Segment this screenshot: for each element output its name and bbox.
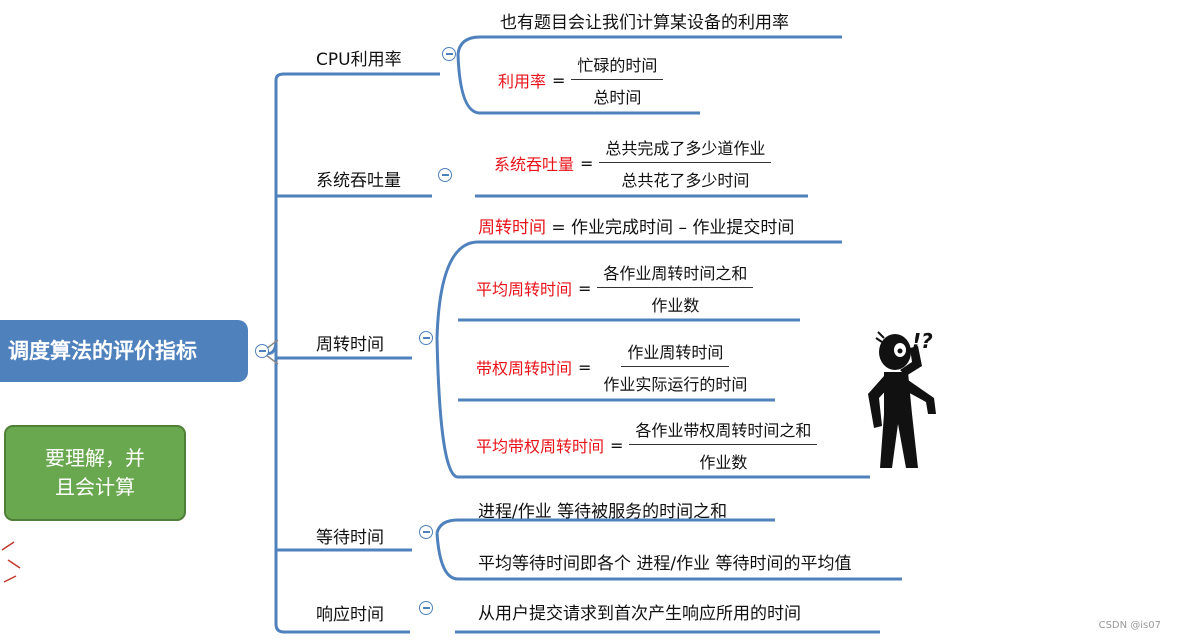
note-bubble: 要理解，并 且会计算 [4,425,186,521]
avg-turnaround-numerator: 各作业周转时间之和 [597,260,754,288]
exclaim-question-mark: !? [912,329,933,353]
throughput-formula: 系统吞吐量 = 总共完成了多少道作业 总共花了多少时间 [494,135,772,191]
cpu-collapse-icon[interactable] [442,47,456,61]
note-line-2: 且会计算 [55,475,135,499]
avg-turnaround-fraction: 各作业周转时间之和 作业数 [597,260,754,316]
avg-weighted-turnaround-fraction: 各作业带权周转时间之和 作业数 [629,417,818,473]
throughput-collapse-icon[interactable] [438,168,452,182]
weighted-turnaround-fraction: 作业周转时间 作业实际运行的时间 [597,339,753,395]
throughput-formula-eq: = [580,153,594,173]
avg-turnaround-formula: 平均周转时间 = 各作业周转时间之和 作业数 [476,260,754,316]
turnaround-def-rest: = 作业完成时间 – 作业提交时间 [546,218,795,238]
waiting-collapse-icon[interactable] [419,525,433,539]
branch-throughput[interactable]: 系统吞吐量 [316,171,401,191]
cpu-denominator: 总时间 [593,88,642,107]
turnaround-collapse-icon[interactable] [419,331,433,345]
branch-turnaround-time[interactable]: 周转时间 [316,335,384,355]
waiting-item-1: 进程/作业 等待被服务的时间之和 [478,502,728,522]
turnaround-definition: 周转时间 = 作业完成时间 – 作业提交时间 [478,213,794,238]
avg-weighted-turnaround-name: 平均带权周转时间 [476,437,605,456]
throughput-denominator: 总共花了多少时间 [621,171,750,190]
note-line-1: 要理解，并 [45,446,145,470]
throughput-formula-name: 系统吞吐量 [494,155,575,174]
weighted-turnaround-denominator: 作业实际运行的时间 [603,375,748,394]
throughput-fraction: 总共完成了多少道作业 总共花了多少时间 [599,135,772,191]
branch-cpu-utilization[interactable]: CPU利用率 [316,50,402,70]
avg-weighted-turnaround-formula: 平均带权周转时间 = 各作业带权周转时间之和 作业数 [476,417,818,473]
cpu-formula: 利用率 = 忙碌的时间 总时间 [498,52,664,108]
throughput-numerator: 总共完成了多少道作业 [599,135,772,163]
cpu-fraction: 忙碌的时间 总时间 [571,52,664,108]
partial-sketch-icon [1,541,21,583]
branch-response-time[interactable]: 响应时间 [316,605,384,625]
root-collapse-icon[interactable] [255,344,269,358]
turnaround-def-name: 周转时间 [478,218,546,238]
avg-turnaround-eq: = [578,278,592,298]
cpu-numerator: 忙碌的时间 [571,52,664,80]
avg-turnaround-name: 平均周转时间 [476,280,573,299]
response-collapse-icon[interactable] [419,601,433,615]
weighted-turnaround-numerator: 作业周转时间 [621,339,730,367]
waiting-item-2: 平均等待时间即各个 进程/作业 等待时间的平均值 [478,554,852,574]
avg-weighted-turnaround-eq: = [610,435,624,455]
response-item-1: 从用户提交请求到首次产生响应所用的时间 [478,604,801,624]
avg-turnaround-denominator: 作业数 [651,296,700,315]
cpu-formula-eq: = [552,70,566,90]
weighted-turnaround-name: 带权周转时间 [476,359,573,378]
avg-weighted-turnaround-denominator: 作业数 [699,453,748,472]
branch-waiting-time[interactable]: 等待时间 [316,528,384,548]
cpu-formula-name: 利用率 [498,72,547,91]
weighted-turnaround-formula: 带权周转时间 = 作业周转时间 作业实际运行的时间 [476,339,753,395]
watermark: CSDN @is07 [1098,620,1161,631]
cpu-description: 也有题目会让我们计算某设备的利用率 [500,13,789,33]
avg-weighted-turnaround-numerator: 各作业带权周转时间之和 [629,417,818,445]
confused-person-icon: !? [868,329,936,468]
weighted-turnaround-eq: = [578,357,592,377]
root-node[interactable]: 调度算法的评价指标 [0,320,248,382]
